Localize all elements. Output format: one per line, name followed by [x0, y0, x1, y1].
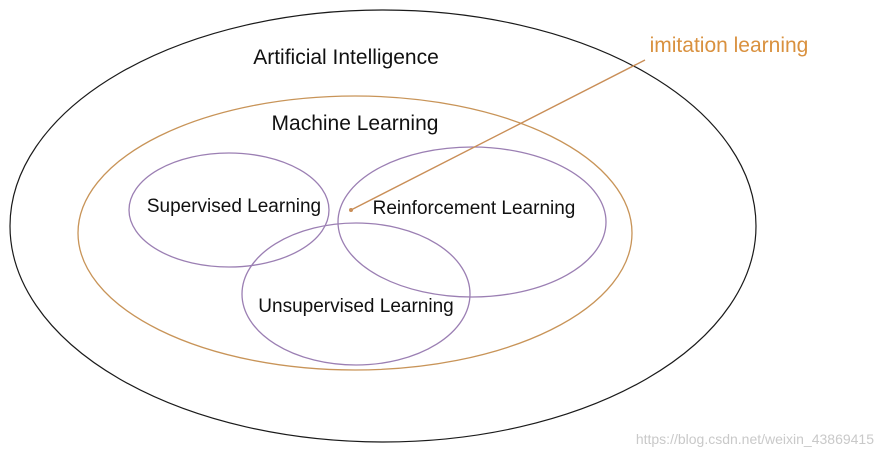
unsupervised-ellipse — [241, 222, 471, 366]
ml-label: Machine Learning — [272, 112, 439, 135]
ai-ellipse — [9, 9, 757, 443]
imitation-learning-annotation: imitation learning — [650, 34, 809, 57]
ml-ellipse — [77, 95, 633, 371]
annotation-pointer-dot — [349, 208, 353, 212]
reinforcement-ellipse — [337, 146, 607, 298]
watermark: https://blog.csdn.net/weixin_43869415 — [636, 431, 874, 447]
supervised-ellipse — [128, 152, 330, 268]
ai-label: Artificial Intelligence — [253, 46, 439, 69]
annotation-pointer-line — [350, 59, 646, 211]
imitation-learning-highlight — [338, 147, 606, 297]
unsupervised-label: Unsupervised Learning — [258, 296, 453, 317]
supervised-label: Supervised Learning — [147, 196, 321, 217]
reinforcement-label: Reinforcement Learning — [373, 198, 576, 219]
